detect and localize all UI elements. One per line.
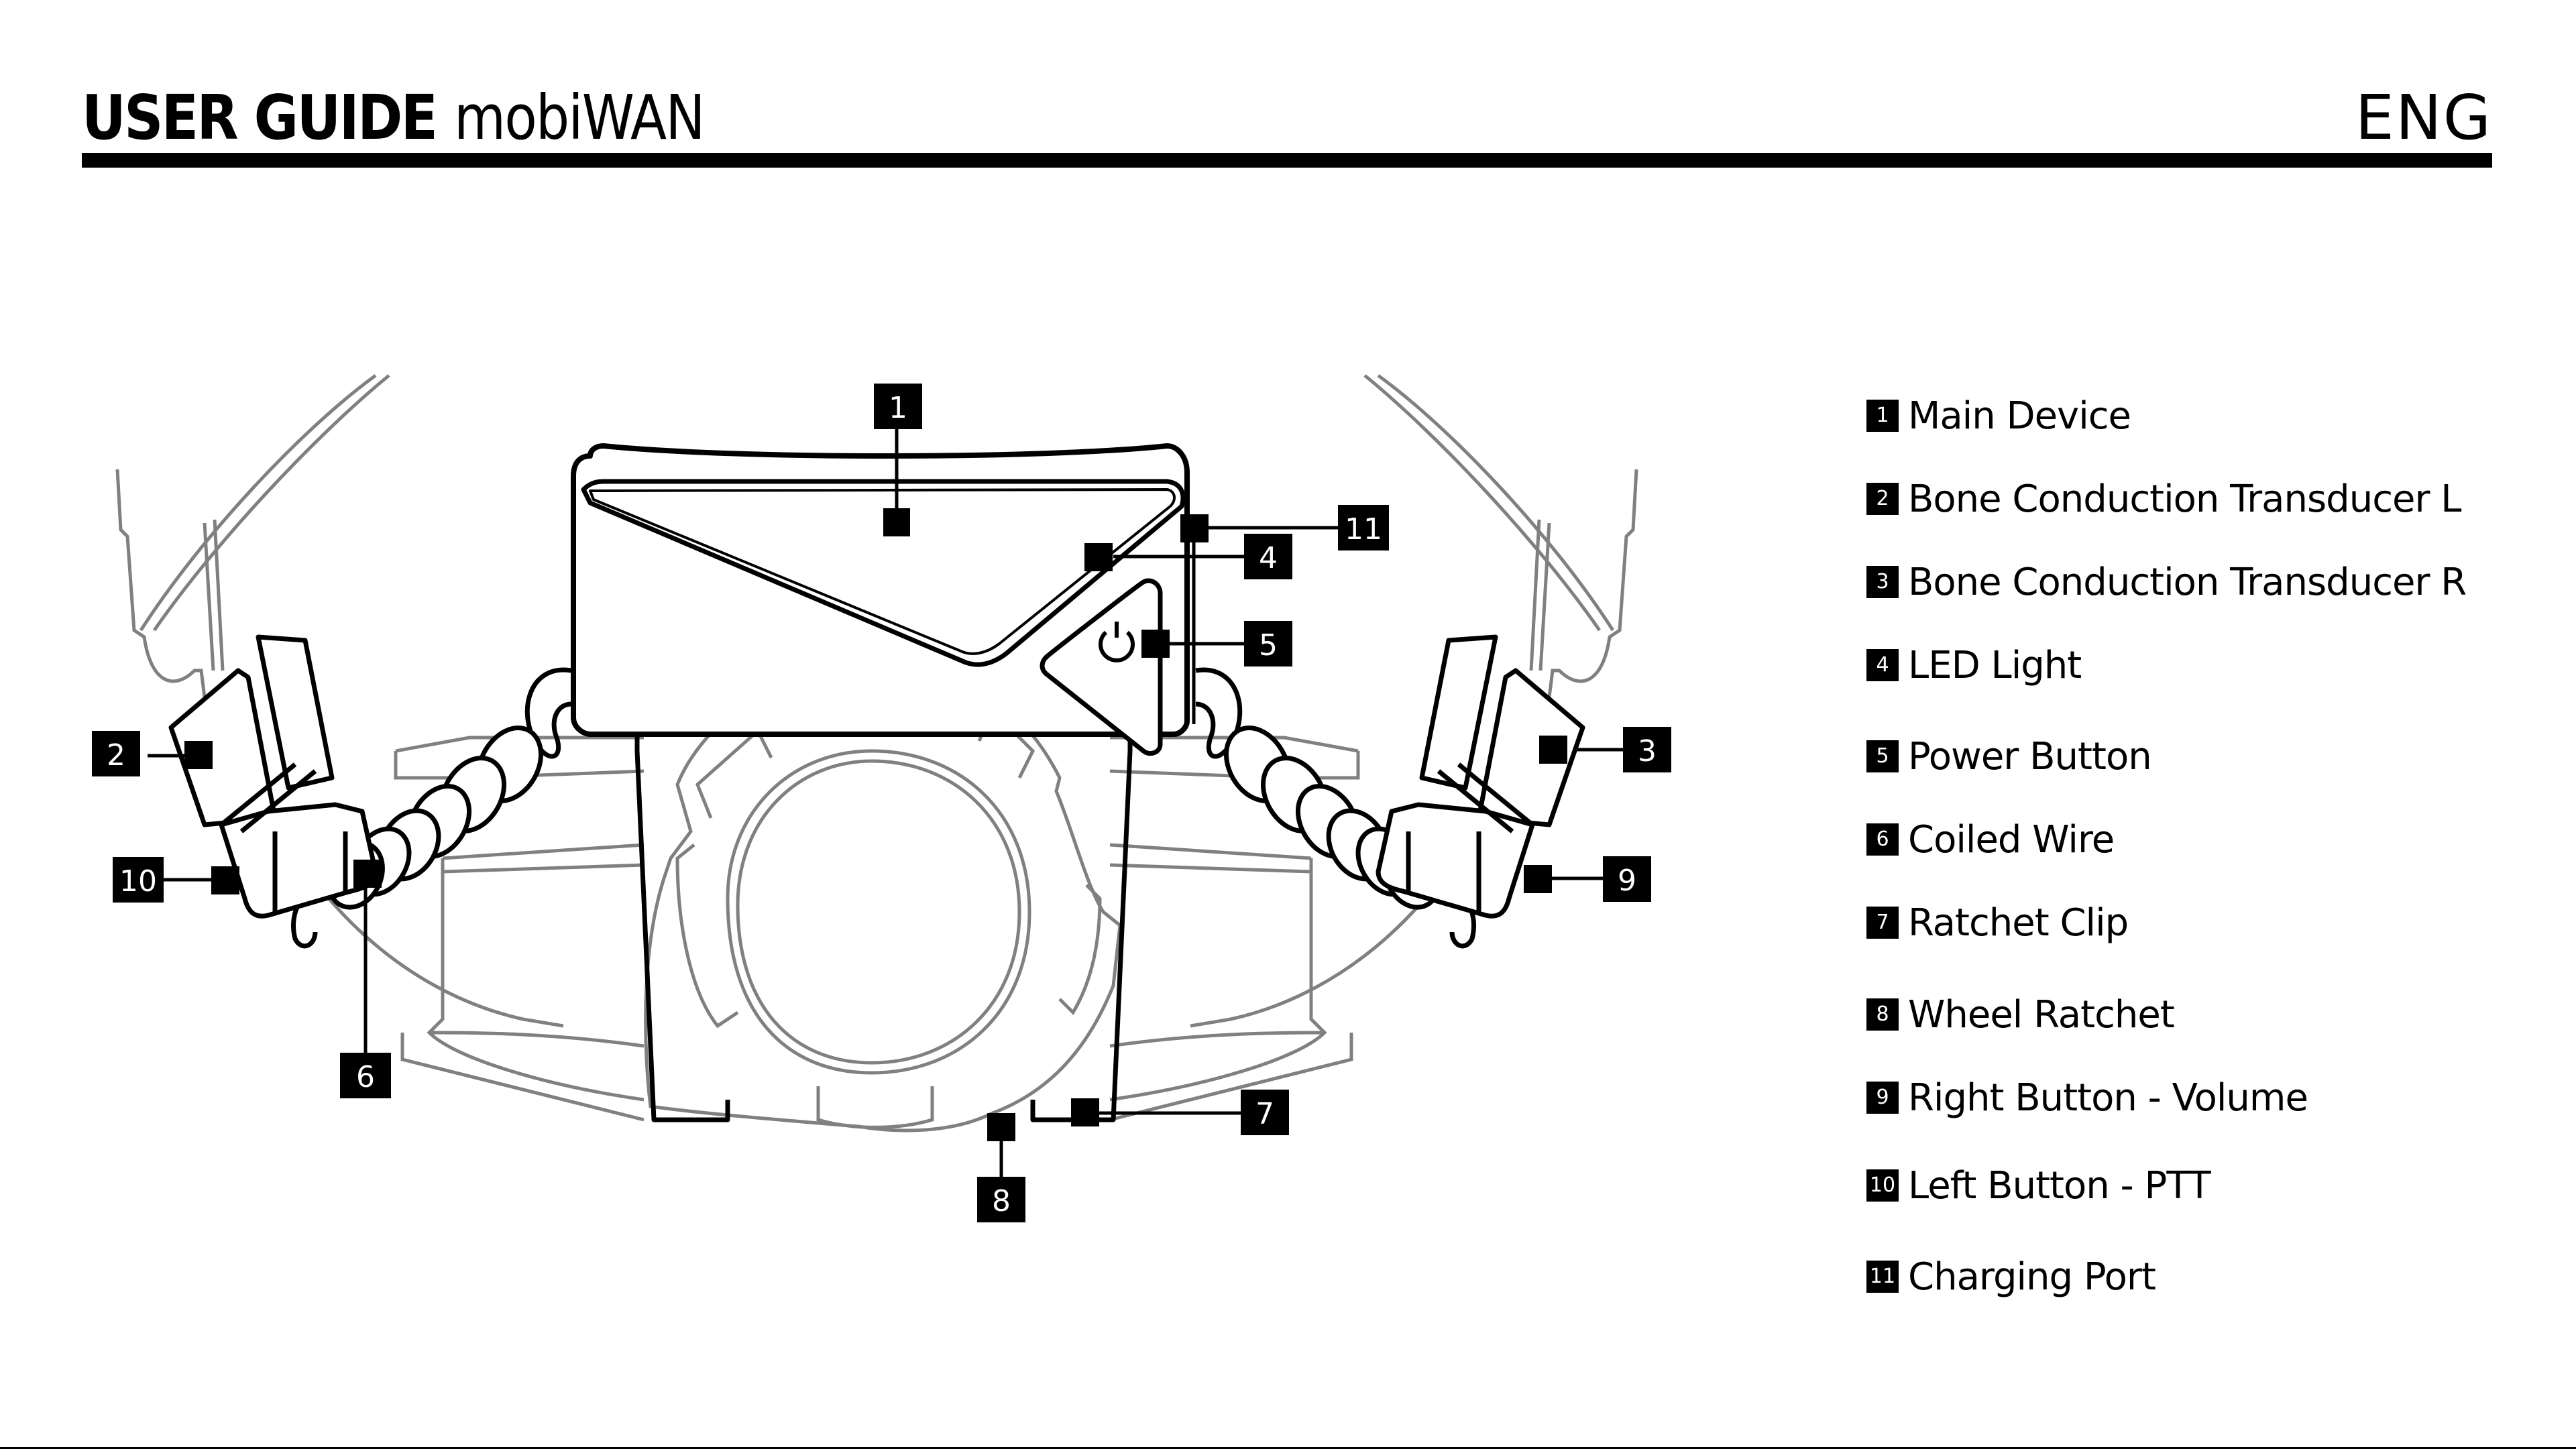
ratchet-lug-right: [1060, 885, 1100, 1012]
marker-6: [353, 860, 382, 888]
marker-10: [211, 866, 239, 894]
harness-strap-left-arm-2: [154, 375, 389, 630]
legend-item: 8 Wheel Ratchet: [1866, 994, 2174, 1035]
legend-label: Bone Conduction Transducer L: [1908, 477, 2461, 521]
legend-label: Power Button: [1908, 735, 2151, 778]
callout-7: 7: [1241, 1090, 1289, 1135]
callout-10-label: 10: [119, 864, 157, 899]
header-rule: [82, 153, 2492, 168]
legend-number: 7: [1866, 907, 1899, 939]
legend-label: Bone Conduction Transducer R: [1908, 561, 2466, 604]
legend-item: 7 Ratchet Clip: [1866, 903, 2128, 943]
marker-3: [1539, 736, 1567, 764]
callout-3: 3: [1623, 727, 1671, 772]
main-device-drawing: [573, 446, 1187, 754]
ratchet-hub: [738, 761, 1019, 1063]
callout-1-label: 1: [889, 391, 907, 425]
callout-6: 6: [340, 1053, 391, 1098]
callout-4-label: 4: [1259, 541, 1278, 575]
callout-7-label: 7: [1255, 1097, 1274, 1131]
legend-label: LED Light: [1908, 644, 2081, 687]
marker-2: [184, 741, 213, 769]
legend-label: Left Button - PTT: [1908, 1164, 2210, 1208]
legend-number: 8: [1866, 998, 1899, 1031]
marker-1: [883, 508, 910, 536]
wheel-ratchet-drawing: [646, 689, 1120, 1131]
legend-number: 9: [1866, 1082, 1899, 1114]
product-diagram: 1 2 3 4 5 6 7 8 9 10 11: [0, 349, 1777, 1287]
legend-item: 6 Coiled Wire: [1866, 819, 2114, 860]
callout-2-label: 2: [107, 738, 125, 772]
legend-item: 9 Right Button - Volume: [1866, 1078, 2308, 1118]
harness-strap-right-post: [1531, 520, 1549, 671]
legend-label: Wheel Ratchet: [1908, 993, 2174, 1037]
marker-5: [1141, 630, 1170, 658]
ratchet-inner-ring: [728, 751, 1029, 1073]
callout-1: 1: [874, 384, 922, 429]
marker-11: [1180, 514, 1209, 542]
legend-item: 10 Left Button - PTT: [1866, 1165, 2210, 1206]
callout-9: 9: [1603, 856, 1651, 902]
legend-label: Ratchet Clip: [1908, 901, 2128, 945]
callout-11-label: 11: [1345, 512, 1382, 546]
callout-8-label: 8: [992, 1184, 1011, 1218]
legend-label: Charging Port: [1908, 1255, 2155, 1299]
legend-number: 1: [1866, 400, 1899, 432]
callout-6-label: 6: [356, 1060, 375, 1094]
headband-right-lower: [1110, 845, 1325, 1100]
callout-5: 5: [1244, 621, 1292, 666]
product-name: mobiWAN: [454, 82, 704, 154]
legend-number: 5: [1866, 740, 1899, 772]
legend-item: 3 Bone Conduction Transducer R: [1866, 562, 2466, 602]
callout-4: 4: [1244, 534, 1292, 579]
harness-strap-left-post: [205, 520, 223, 671]
callout-10: 10: [113, 857, 164, 903]
language-code: ENG: [2355, 82, 2492, 154]
legend-label: Main Device: [1908, 394, 2131, 438]
legend-number: 10: [1866, 1169, 1899, 1202]
device-mount: [637, 721, 1130, 1120]
harness-strap-right-arm-2: [1365, 375, 1600, 630]
marker-4: [1084, 543, 1113, 571]
legend-label: Right Button - Volume: [1908, 1076, 2308, 1120]
callout-11: 11: [1338, 505, 1389, 550]
legend-item: 2 Bone Conduction Transducer L: [1866, 479, 2461, 519]
callout-5-label: 5: [1259, 628, 1278, 662]
guide-title: USER GUIDE: [82, 82, 436, 154]
legend-label: Coiled Wire: [1908, 818, 2114, 862]
marker-9: [1524, 865, 1552, 893]
legend-item: 1 Main Device: [1866, 396, 2131, 436]
legend-item: 5 Power Button: [1866, 736, 2151, 776]
legend-number: 6: [1866, 823, 1899, 856]
legend-item: 11 Charging Port: [1866, 1257, 2155, 1297]
callout-3-label: 3: [1638, 734, 1657, 768]
callout-9-label: 9: [1618, 864, 1636, 898]
callout-2: 2: [92, 731, 140, 776]
legend-number: 3: [1866, 566, 1899, 598]
marker-8: [987, 1113, 1015, 1141]
legend-number: 4: [1866, 649, 1899, 681]
legend-number: 11: [1866, 1261, 1899, 1293]
headband-left-lower: [429, 845, 644, 1100]
ratchet-lug-bottom: [818, 1086, 932, 1127]
legend-item: 4 LED Light: [1866, 645, 2081, 685]
marker-7: [1071, 1098, 1099, 1126]
legend-number: 2: [1866, 483, 1899, 515]
callout-8: 8: [977, 1177, 1025, 1222]
